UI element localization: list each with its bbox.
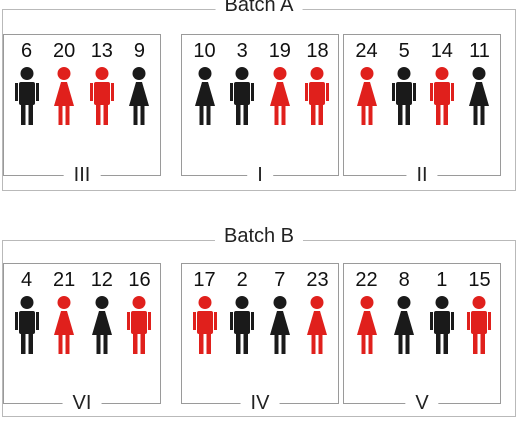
- female-figure-icon: [54, 67, 75, 125]
- member-number: 17: [193, 269, 216, 291]
- female-figure-icon: [394, 296, 415, 354]
- male-figure-icon: [429, 296, 454, 354]
- member-number: 15: [468, 269, 491, 291]
- member-number: 5: [398, 40, 410, 62]
- member-number: 14: [430, 40, 453, 62]
- male-figure-icon: [192, 296, 217, 354]
- group-member: 8: [387, 268, 422, 354]
- member-number: 23: [306, 269, 329, 291]
- group-member: 15: [462, 268, 497, 354]
- group-iii: 6 20 13 9 III: [3, 34, 161, 187]
- male-figure-icon: [467, 296, 492, 354]
- group-members: 24 5 14 11: [349, 39, 497, 125]
- group-member: 7: [262, 268, 297, 354]
- group-members: 22 8 1 15: [349, 268, 497, 354]
- group-member: 22: [349, 268, 384, 354]
- female-figure-icon: [269, 296, 290, 354]
- group-member: 6: [9, 39, 44, 125]
- group-label: II: [406, 163, 438, 187]
- female-figure-icon: [356, 67, 377, 125]
- male-figure-icon: [230, 67, 255, 125]
- member-number: 4: [20, 269, 33, 291]
- group-member: 20: [47, 39, 82, 125]
- group-member: 5: [387, 39, 422, 125]
- female-figure-icon: [91, 296, 112, 354]
- member-number: 12: [90, 269, 113, 291]
- member-number: 6: [20, 40, 33, 62]
- group-member: 16: [122, 268, 157, 354]
- group-member: 2: [225, 268, 260, 354]
- member-number: 13: [90, 40, 113, 62]
- batch-b-title: Batch B: [214, 224, 304, 248]
- group-i: 10 3 19 18 I: [181, 34, 339, 187]
- group-member: 12: [84, 268, 119, 354]
- male-figure-icon: [305, 67, 330, 125]
- member-number: 9: [133, 40, 146, 62]
- group-members: 17 2 7 23: [187, 268, 335, 354]
- member-number: 21: [53, 269, 76, 291]
- group-member: 4: [9, 268, 44, 354]
- member-number: 11: [469, 40, 490, 62]
- group-vi: 4 21 12 16 VI: [3, 263, 161, 415]
- group-iv: 17 2 7 23 IV: [181, 263, 339, 415]
- batch-a-title: Batch A: [215, 0, 303, 17]
- group-member: 13: [84, 39, 119, 125]
- group-member: 18: [300, 39, 335, 125]
- member-number: 18: [306, 40, 329, 62]
- group-label: I: [247, 163, 273, 187]
- female-figure-icon: [129, 67, 150, 125]
- member-number: 22: [355, 269, 378, 291]
- male-figure-icon: [392, 67, 417, 125]
- female-figure-icon: [356, 296, 377, 354]
- member-number: 8: [398, 269, 410, 291]
- male-figure-icon: [14, 296, 39, 354]
- member-number: 10: [193, 40, 216, 62]
- group-member: 21: [47, 268, 82, 354]
- group-member: 3: [225, 39, 260, 125]
- member-number: 19: [268, 40, 291, 62]
- male-figure-icon: [230, 296, 255, 354]
- group-label: V: [405, 391, 439, 415]
- group-members: 6 20 13 9: [9, 39, 157, 125]
- group-v: 22 8 1 15 V: [343, 263, 501, 415]
- member-number: 1: [436, 269, 448, 291]
- group-member: 11: [462, 39, 497, 125]
- female-figure-icon: [469, 67, 490, 125]
- member-number: 24: [355, 40, 378, 62]
- group-members: 10 3 19 18: [187, 39, 335, 125]
- member-number: 2: [236, 269, 248, 291]
- member-number: 16: [128, 269, 151, 291]
- group-member: 17: [187, 268, 222, 354]
- group-member: 14: [424, 39, 459, 125]
- group-member: 10: [187, 39, 222, 125]
- group-member: 9: [122, 39, 157, 125]
- group-member: 19: [262, 39, 297, 125]
- group-ii: 24 5 14 11 II: [343, 34, 501, 187]
- female-figure-icon: [269, 67, 290, 125]
- male-figure-icon: [89, 67, 114, 125]
- male-figure-icon: [127, 296, 152, 354]
- batch-a-panel: Batch A 10 3 19 18 I 24 5 14 11 II 6 20 13 9 III: [2, 0, 516, 191]
- batch-b-panel: Batch B 17 2 7 23 IV 22 8 1 15 V 4 21 12 16 VI: [2, 224, 516, 417]
- member-number: 3: [236, 40, 248, 62]
- member-number: 7: [274, 269, 286, 291]
- group-member: 1: [424, 268, 459, 354]
- member-number: 20: [53, 40, 76, 62]
- male-figure-icon: [14, 67, 39, 125]
- female-figure-icon: [194, 67, 215, 125]
- female-figure-icon: [307, 296, 328, 354]
- group-label: IV: [240, 391, 280, 415]
- male-figure-icon: [429, 67, 454, 125]
- group-label: III: [63, 163, 101, 187]
- group-label: VI: [62, 391, 102, 415]
- female-figure-icon: [54, 296, 75, 354]
- group-member: 24: [349, 39, 384, 125]
- group-members: 4 21 12 16: [9, 268, 157, 354]
- group-member: 23: [300, 268, 335, 354]
